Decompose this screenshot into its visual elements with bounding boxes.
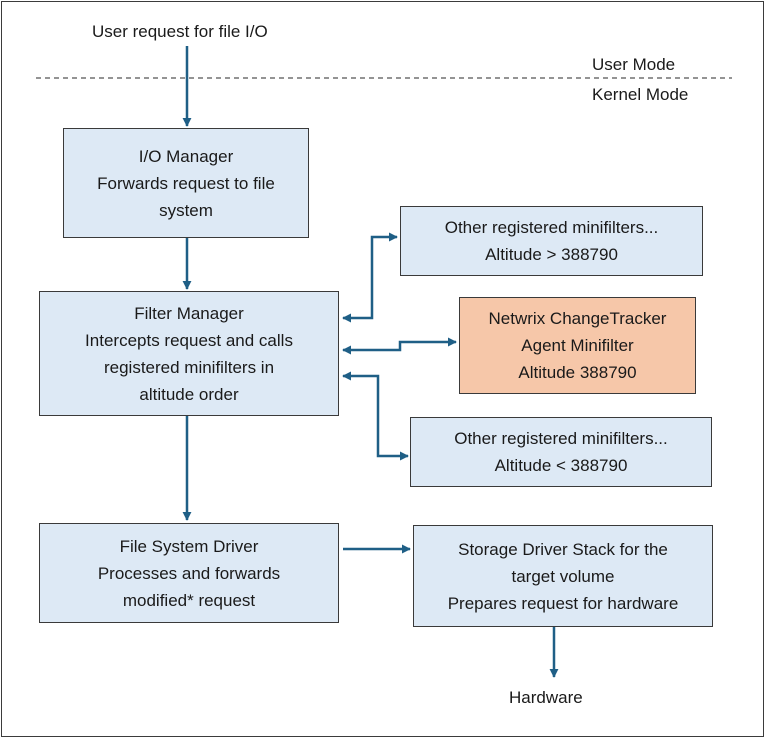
netwrix-altitude: Altitude 388790 — [518, 363, 637, 382]
netwrix-title: Netwrix ChangeTracker — [488, 309, 667, 328]
hardware-label: Hardware — [509, 688, 583, 707]
io-manager-desc-line: Forwards request to file — [97, 173, 275, 193]
filter-manager-desc-line: altitude order — [139, 384, 239, 404]
storage-subtitle: target volume — [511, 566, 615, 586]
filter-manager-desc-line: registered minifilters in — [103, 357, 275, 377]
io-manager-box: I/O Manager Forwards request to file sys… — [63, 128, 309, 238]
minifilters-below-altitude: Altitude < 388790 — [494, 456, 628, 475]
storage-title: Storage Driver Stack for the — [458, 539, 668, 559]
filter-manager-title: Filter Manager — [134, 303, 244, 323]
netwrix-subtitle: Agent Minifilter — [521, 336, 634, 355]
fs-driver-desc-line: Processes and forwards — [97, 563, 281, 583]
filter-manager-box: Filter Manager Intercepts request and ca… — [39, 291, 339, 416]
minifilters-below-box: Other registered minifilters... Altitude… — [410, 417, 712, 487]
minifilters-above-box: Other registered minifilters... Altitude… — [400, 206, 703, 276]
filter-manager-desc-line: Intercepts request and calls — [85, 330, 293, 350]
fs-driver-desc-line: modified* request — [122, 590, 256, 610]
io-manager-title: I/O Manager — [138, 146, 234, 166]
arrow-filter-manager-to-minifilters-above — [342, 232, 398, 323]
netwrix-minifilter-box: Netwrix ChangeTracker Agent Minifilter A… — [459, 297, 696, 394]
storage-driver-box: Storage Driver Stack for the target volu… — [413, 525, 713, 627]
fs-driver-title: File System Driver — [119, 536, 259, 556]
arrow-filter-manager-to-netwrix — [342, 337, 457, 355]
kernel-mode-label: Kernel Mode — [592, 85, 689, 104]
arrow-filter-manager-to-minifilters-below — [342, 371, 409, 461]
fs-driver-box: File System Driver Processes and forward… — [39, 523, 339, 623]
io-manager-desc-line: system — [159, 200, 213, 220]
user-request-label: User request for file I/O — [92, 22, 268, 41]
storage-desc: Prepares request for hardware — [447, 593, 679, 613]
minifilters-below-title: Other registered minifilters... — [454, 429, 668, 448]
minifilters-above-altitude: Altitude > 388790 — [485, 245, 618, 264]
user-mode-label: User Mode — [592, 55, 676, 74]
minifilters-above-title: Other registered minifilters... — [444, 218, 659, 237]
